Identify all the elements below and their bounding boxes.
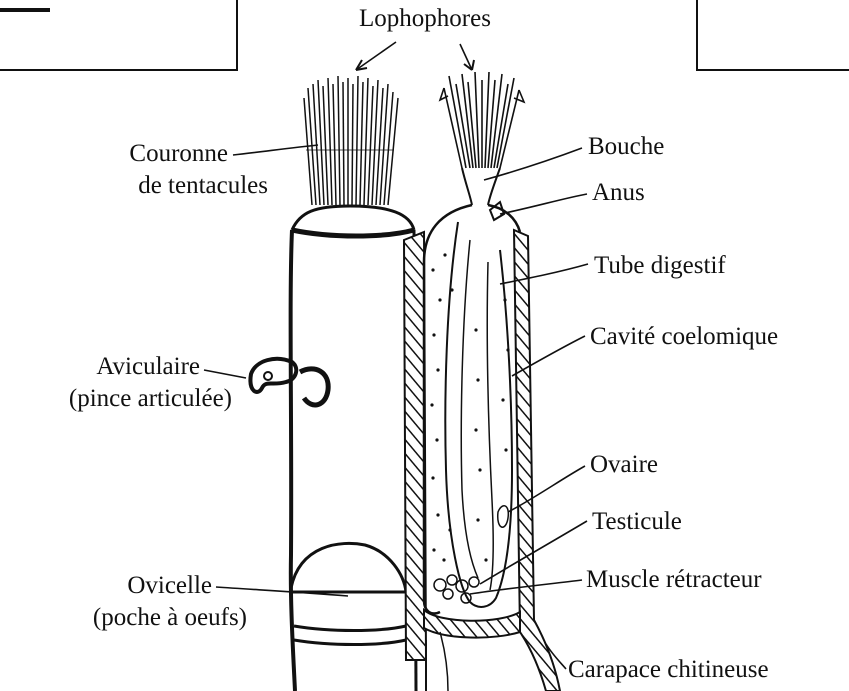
label-ovicelle-line2: (poche à oeufs) xyxy=(0,604,247,631)
right-tentacle-crown xyxy=(440,72,524,168)
left-collar xyxy=(292,206,414,230)
cut-wall-left xyxy=(404,232,426,660)
label-muscle-retracteur: Muscle rétracteur xyxy=(586,566,762,593)
right-zooid xyxy=(424,72,560,691)
label-couronne-line1: Couronne xyxy=(40,140,228,167)
right-frame-corner xyxy=(697,0,849,70)
left-zooid xyxy=(250,76,416,691)
ovicelle-shape xyxy=(291,543,406,592)
left-tube-wall xyxy=(291,230,295,691)
testicule-shape xyxy=(434,575,479,603)
label-ovicelle-line1: Ovicelle xyxy=(40,572,212,599)
label-tube-digestif: Tube digestif xyxy=(594,252,726,279)
leader-bouche xyxy=(484,148,582,180)
label-couronne-line2: de tentacules xyxy=(40,172,268,199)
cut-wall-base xyxy=(424,610,520,638)
label-lophophores: Lophophores xyxy=(330,5,520,32)
label-bouche: Bouche xyxy=(588,133,664,160)
right-body-outline xyxy=(424,205,472,614)
leader-couronne xyxy=(233,145,318,155)
left-tentacle-crown xyxy=(304,76,398,205)
label-cavite-coelomique: Cavité coelomique xyxy=(590,323,778,350)
label-ovaire: Ovaire xyxy=(590,451,658,478)
label-aviculaire-line2: (pince articulée) xyxy=(0,385,232,412)
label-carapace-chitineuse: Carapace chitineuse xyxy=(568,656,769,683)
label-anus: Anus xyxy=(592,179,645,206)
arrow-lophophore-left xyxy=(356,42,396,70)
tube-digestif-shape xyxy=(445,222,512,607)
ovaire-shape xyxy=(498,506,509,527)
leader-aviculaire xyxy=(204,370,246,378)
leader-tube-digestif xyxy=(500,264,588,284)
label-testicule: Testicule xyxy=(592,508,682,535)
label-aviculaire-line1: Aviculaire xyxy=(20,353,200,380)
leader-anus xyxy=(500,194,587,214)
